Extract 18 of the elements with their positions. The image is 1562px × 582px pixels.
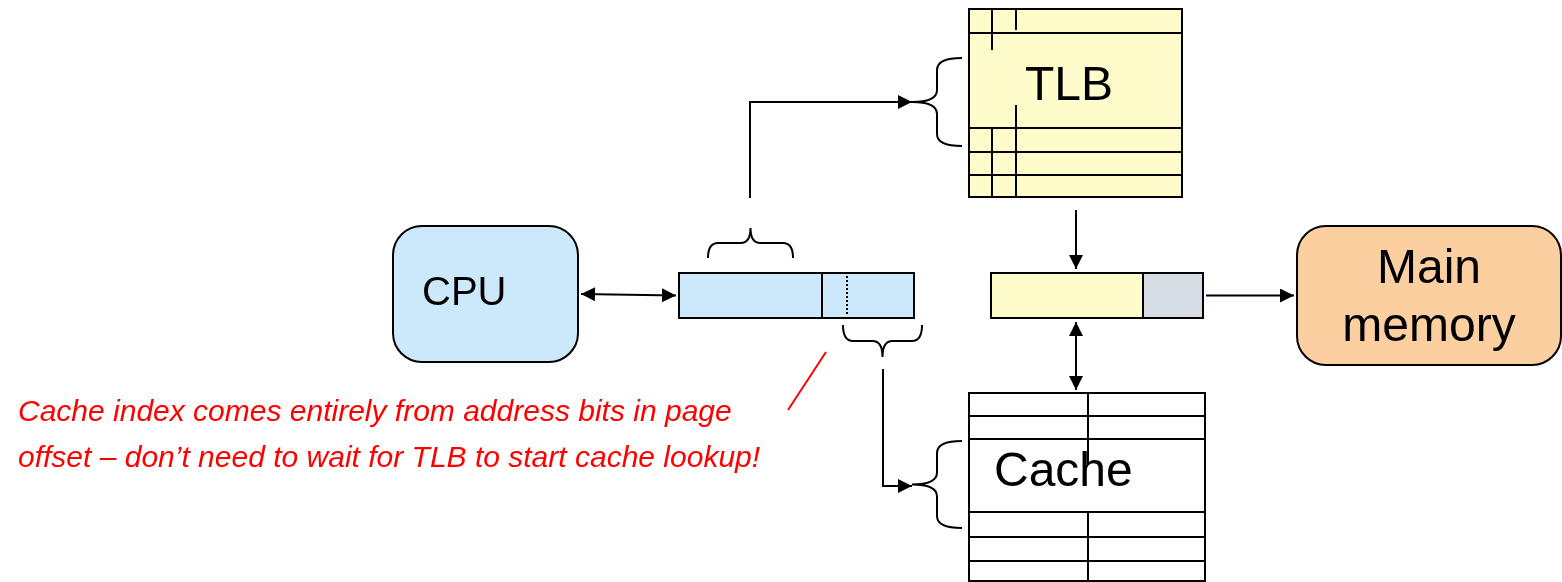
virtual-address-bar	[678, 272, 915, 319]
arrow	[1205, 288, 1295, 303]
main-memory-box	[1296, 225, 1562, 366]
arrow	[580, 287, 677, 303]
leader-line	[787, 351, 827, 411]
arrow	[882, 368, 913, 493]
cache-table	[968, 392, 1206, 582]
arrow	[1069, 321, 1083, 391]
node-label: TLB	[1025, 60, 1114, 108]
tlb-table	[968, 8, 1183, 198]
node-label: Main memory	[1341, 238, 1517, 353]
annotation-text: Cache index comes entirely from address bits in page offset – don’t need to wait for TLB to start cache lookup!	[18, 388, 798, 480]
node-label: CPU	[422, 271, 507, 311]
cpu-box	[392, 225, 579, 363]
arrow	[1069, 209, 1083, 270]
arrow	[749, 95, 913, 199]
physical-address-bar	[990, 272, 1204, 319]
node-label: Cache	[994, 446, 1133, 494]
